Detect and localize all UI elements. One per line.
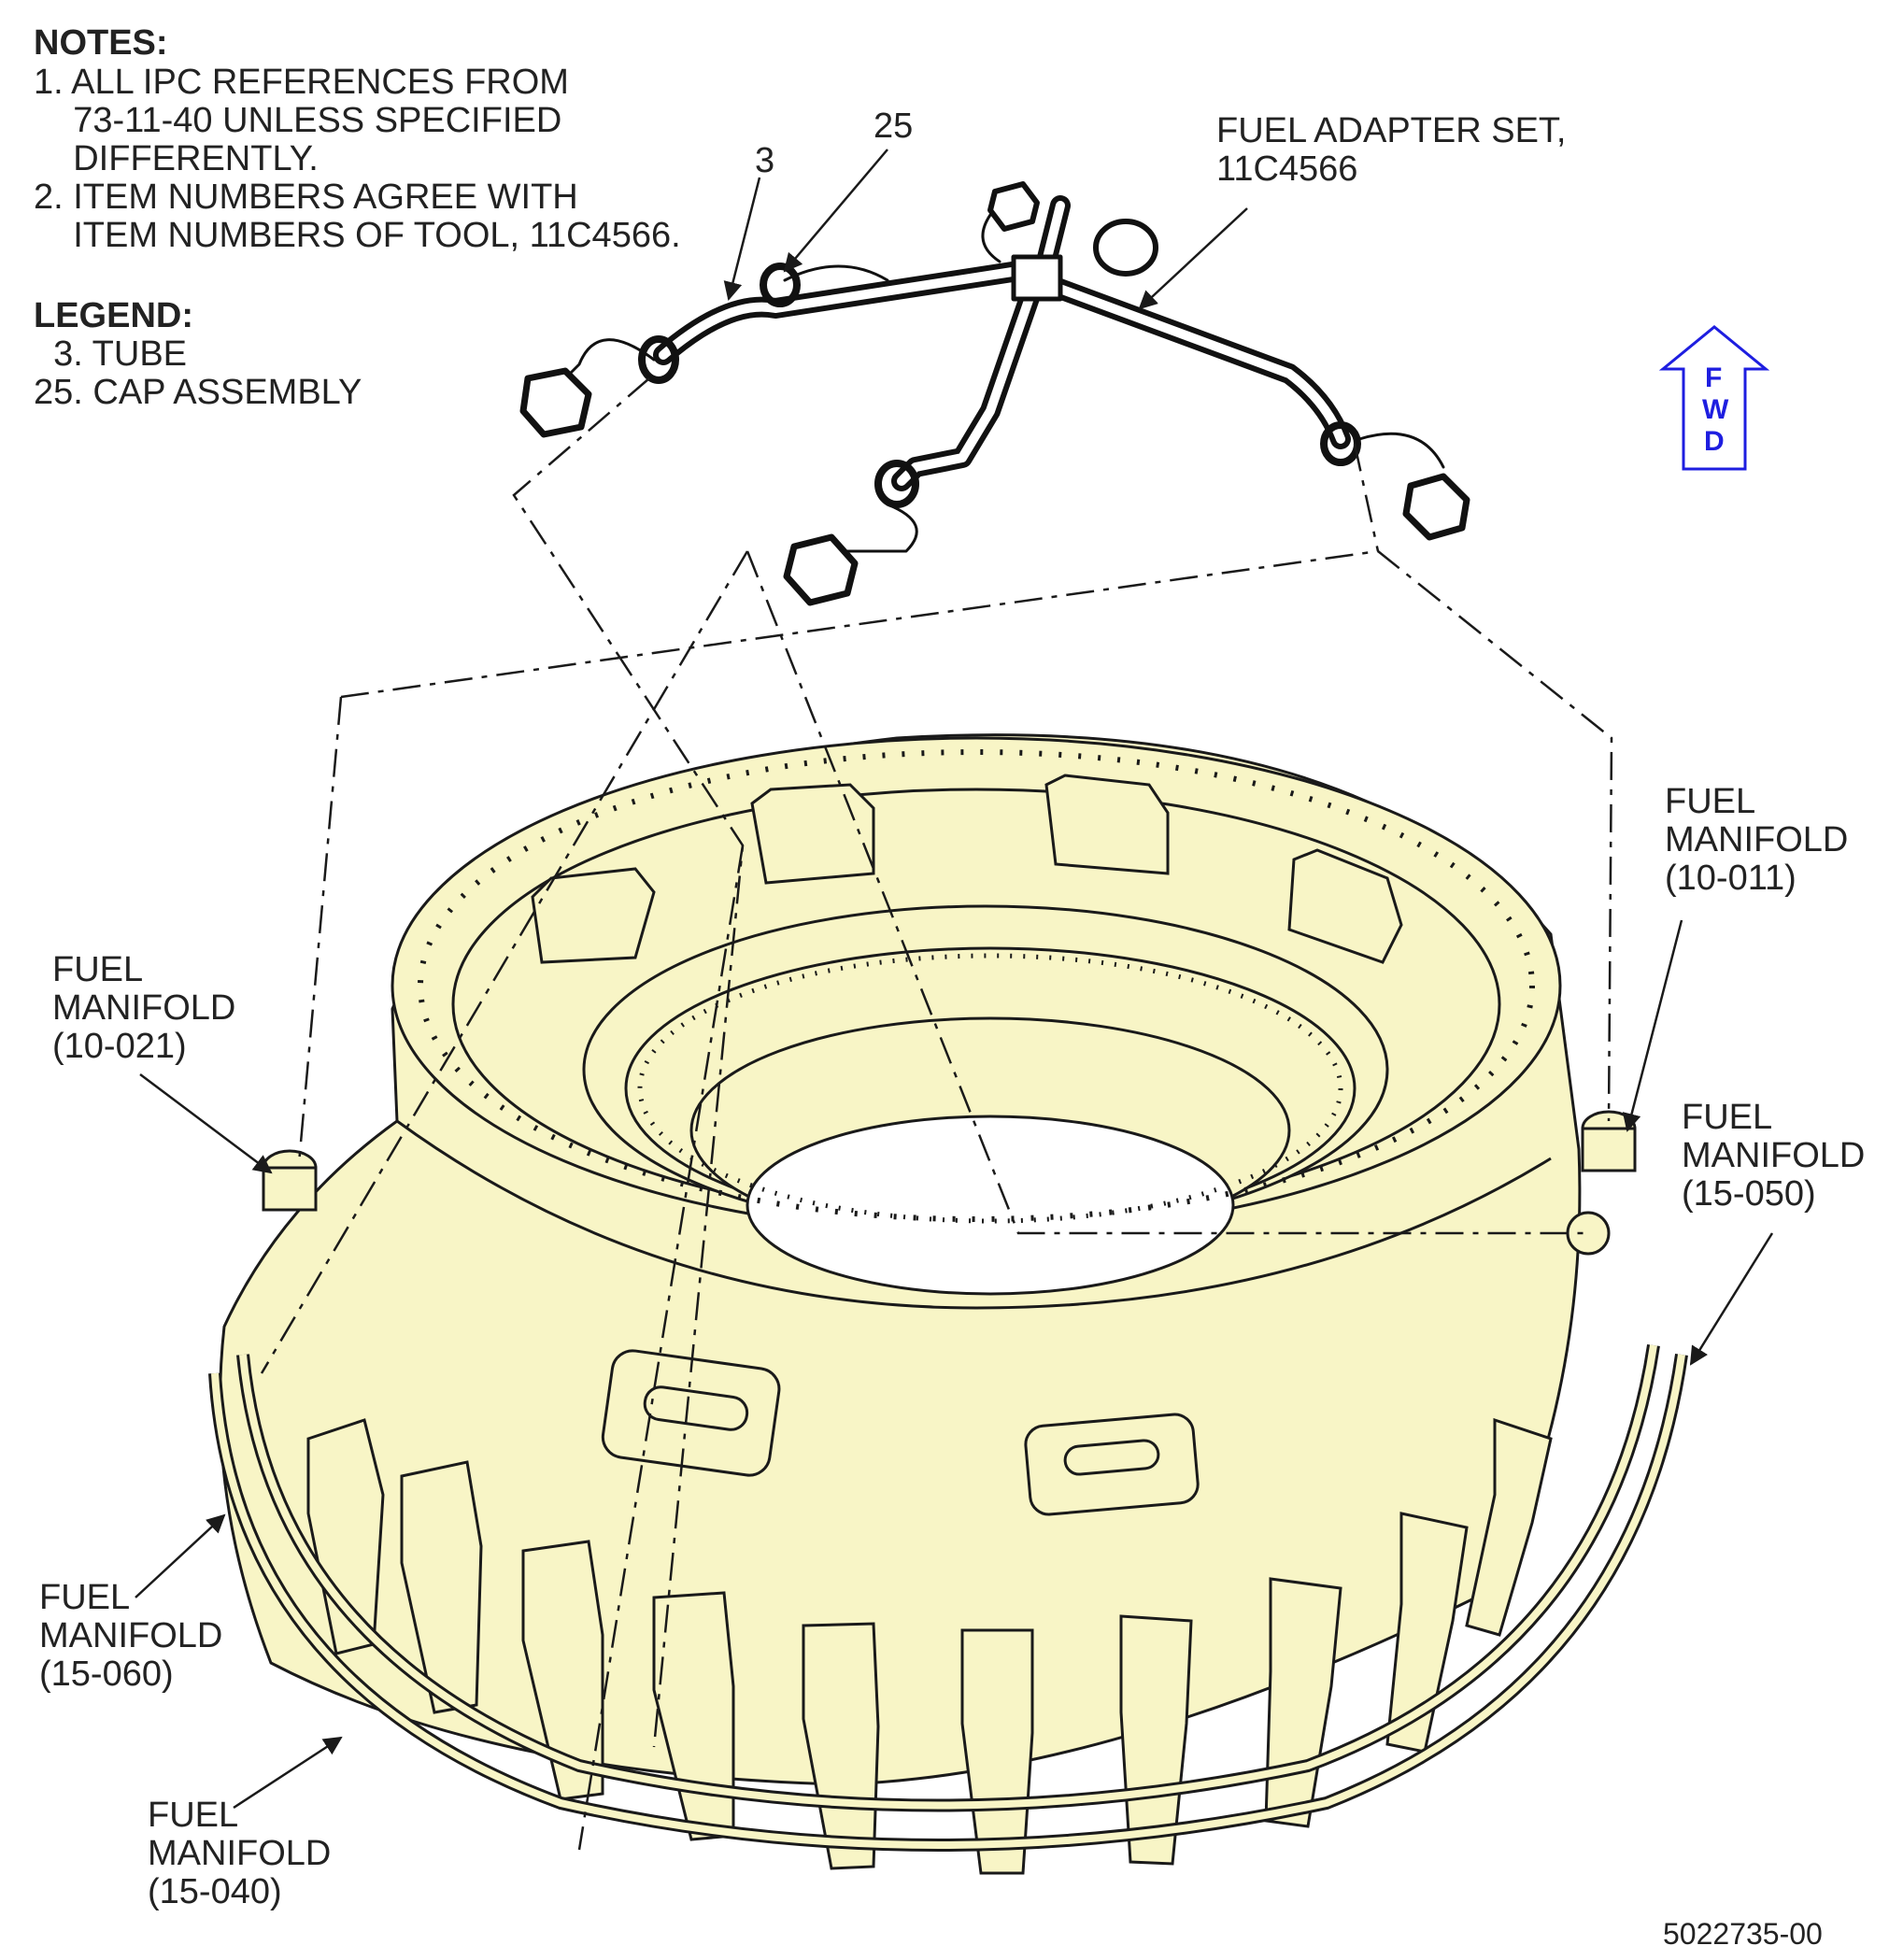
notes-heading: NOTES: [34, 23, 168, 63]
callout-manifold-15-040-line-1: FUEL [148, 1796, 239, 1835]
callout-manifold-15-040-line-2: MANIFOLD [148, 1834, 332, 1873]
leader-lines [135, 149, 1774, 1810]
callout-item-25: 25 [873, 107, 914, 146]
callout-fuel-adapter-set-line-1: FUEL ADAPTER SET, [1216, 111, 1567, 150]
callout-manifold-10-011-line-3: (10-011) [1665, 859, 1797, 898]
callout-manifold-15-060-line-2: MANIFOLD [39, 1616, 223, 1655]
legend-item-tube: 3. TUBE [34, 334, 188, 374]
callout-manifold-15-050-line-1: FUEL [1682, 1098, 1773, 1137]
notes-line-1: 1. ALL IPC REFERENCES FROM [34, 63, 569, 102]
notes-line-4: 2. ITEM NUMBERS AGREE WITH [34, 178, 578, 217]
fuel-adapter-set [519, 181, 1470, 606]
notes-line-2: 73-11-40 UNLESS SPECIFIED [34, 101, 562, 140]
fwd-letter-w: W [1702, 394, 1729, 425]
callout-manifold-10-011-line-2: MANIFOLD [1665, 820, 1849, 859]
callout-fuel-adapter-set-line-2: 11C4566 [1216, 149, 1358, 189]
callout-manifold-10-021-line-1: FUEL [52, 950, 144, 989]
callout-manifold-15-060-line-3: (15-060) [39, 1655, 174, 1694]
combustor-assembly [208, 733, 1688, 1875]
legend-item-cap-assembly: 25. CAP ASSEMBLY [34, 373, 362, 412]
notes-line-5: ITEM NUMBERS OF TOOL, 11C4566. [34, 216, 681, 255]
figure-number: 5022735-00 [1663, 1917, 1823, 1951]
callout-manifold-15-050-line-2: MANIFOLD [1682, 1136, 1866, 1175]
callout-manifold-15-060-line-1: FUEL [39, 1578, 131, 1617]
callout-manifold-15-040-line-3: (15-040) [148, 1872, 282, 1911]
callout-manifold-15-050-line-3: (15-050) [1682, 1174, 1816, 1214]
fwd-letter-d: D [1704, 426, 1725, 457]
notes-line-3: DIFFERENTLY. [34, 139, 319, 178]
callout-manifold-10-021-line-3: (10-021) [52, 1027, 187, 1066]
legend-heading: LEGEND: [34, 296, 193, 335]
forward-arrow-icon [1658, 325, 1770, 471]
callout-manifold-10-011-line-1: FUEL [1665, 782, 1756, 821]
callout-item-3: 3 [755, 141, 775, 180]
alignment-lines [260, 377, 1613, 1851]
callout-manifold-10-021-line-2: MANIFOLD [52, 988, 236, 1028]
fwd-letter-f: F [1705, 362, 1723, 393]
